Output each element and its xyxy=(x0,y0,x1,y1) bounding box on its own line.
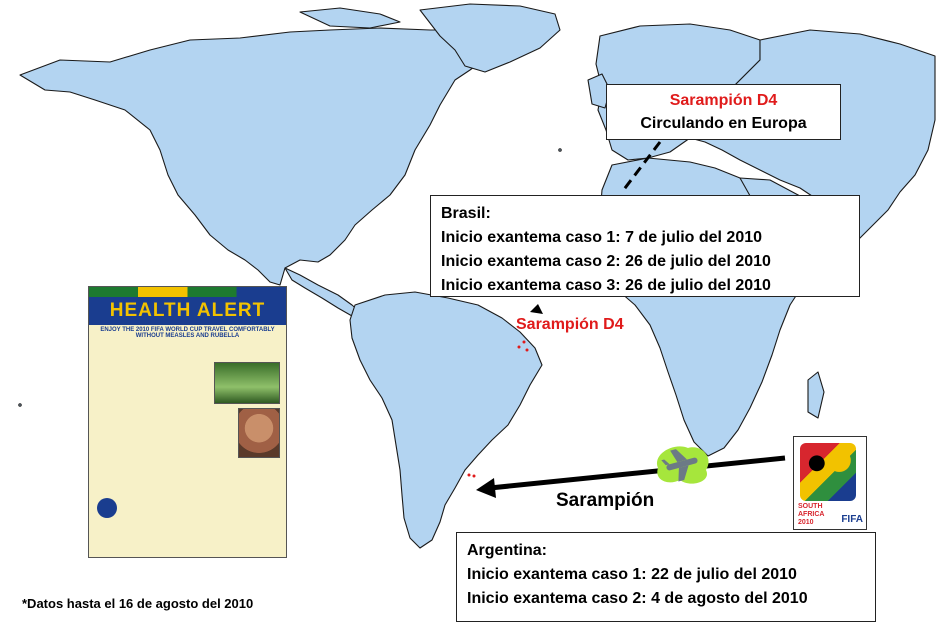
poster-warning xyxy=(89,460,286,470)
case-marker xyxy=(472,474,476,478)
poster-title: HEALTH ALERT xyxy=(89,297,286,325)
poster-row xyxy=(89,406,286,460)
argentina-info-box: Argentina: Inicio exantema caso 1: 22 de… xyxy=(456,532,876,622)
footnote: *Datos hasta el 16 de agosto del 2010 xyxy=(22,596,254,611)
case-markers-argentina xyxy=(467,473,476,478)
brasil-pointer-icon xyxy=(530,304,543,314)
arrow-head-icon xyxy=(476,478,496,498)
case-markers-brazil xyxy=(517,340,529,352)
poster-row xyxy=(89,360,286,406)
brasil-info-box: Brasil: Inicio exantema caso 1: 7 de jul… xyxy=(430,195,860,297)
logo-caption: SOUTH AFRICA 2010 xyxy=(798,503,825,526)
argentina-country-label: Argentina: xyxy=(467,542,547,559)
case-marker xyxy=(525,348,529,352)
land-central-america xyxy=(284,267,361,317)
case-marker xyxy=(517,345,521,349)
land-arctic-islands xyxy=(299,7,401,29)
europe-strain-label: Sarampión D4 xyxy=(669,92,778,109)
land-island xyxy=(18,403,22,407)
poster-paragraph xyxy=(89,470,286,494)
poster-footer-text xyxy=(121,506,122,511)
land-south-america xyxy=(349,291,543,549)
case-marker xyxy=(522,340,526,344)
brasil-country-label: Brasil: xyxy=(441,205,491,222)
poster-text-block xyxy=(95,362,214,404)
poster-text-block xyxy=(95,408,224,458)
case-marker xyxy=(467,473,471,477)
land-north-america xyxy=(19,27,506,286)
brasil-case-line: Inicio exantema caso 2: 26 de julio del … xyxy=(441,253,771,270)
transmission-arrow xyxy=(489,455,786,491)
poster-footer xyxy=(89,494,286,522)
land-greenland xyxy=(419,3,561,73)
europe-status-label: Circulando en Europa xyxy=(640,115,807,132)
brasil-strain-label: Sarampión D4 xyxy=(516,316,624,333)
europe-info-box: Sarampión D4 Circulando en Europa xyxy=(606,84,841,140)
world-cup-logo: SOUTH AFRICA 2010 FIFA xyxy=(793,436,867,530)
brasil-case-line: Inicio exantema caso 3: 26 de julio del … xyxy=(441,277,771,294)
brasil-case-line: Inicio exantema caso 1: 7 de julio del 2… xyxy=(441,229,763,246)
transmission-label: Sarampión xyxy=(556,490,655,511)
land-madagascar xyxy=(807,371,825,419)
health-alert-poster: HEALTH ALERT ENJOY THE 2010 FIFA WORLD C… xyxy=(88,286,287,558)
poster-subtitle: ENJOY THE 2010 FIFA WORLD CUP TRAVEL COM… xyxy=(100,327,275,339)
poster-paragraph xyxy=(89,341,286,360)
poster-stripe xyxy=(89,287,286,297)
argentina-case-line: Inicio exantema caso 1: 22 de julio del … xyxy=(467,566,797,583)
dashed-connector xyxy=(620,141,662,193)
world-cup-emblem-icon xyxy=(800,443,856,501)
land-island xyxy=(558,148,562,152)
airplane-icon xyxy=(656,446,709,484)
fifa-brand: FIFA xyxy=(841,514,863,525)
paho-logo-icon xyxy=(97,498,117,518)
rash-photo-image xyxy=(238,408,280,458)
stadium-image xyxy=(214,362,280,404)
argentina-case-line: Inicio exantema caso 2: 4 de agosto del … xyxy=(467,590,808,607)
